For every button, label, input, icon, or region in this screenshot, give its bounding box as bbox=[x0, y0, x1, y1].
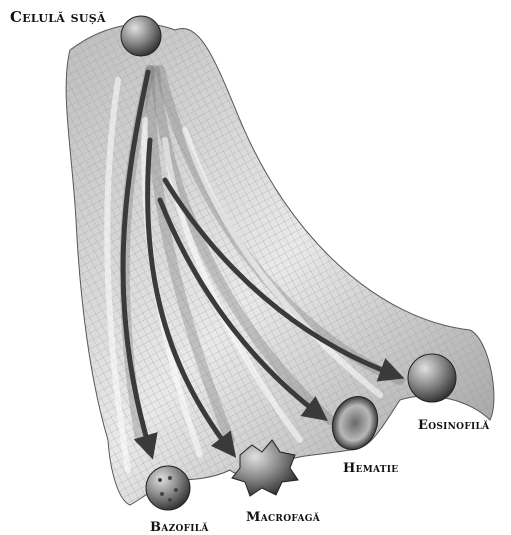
basophil-cell bbox=[146, 466, 190, 510]
stem-cell bbox=[121, 16, 161, 56]
macrophage-label: Macrofagă bbox=[246, 510, 320, 525]
stem-cell-label: Celulă sușă bbox=[10, 8, 106, 26]
eosinophil-label: Eosinofilă bbox=[418, 418, 489, 433]
eosinophil-cell bbox=[408, 354, 456, 402]
red-cell-label: Hematie bbox=[343, 461, 398, 476]
